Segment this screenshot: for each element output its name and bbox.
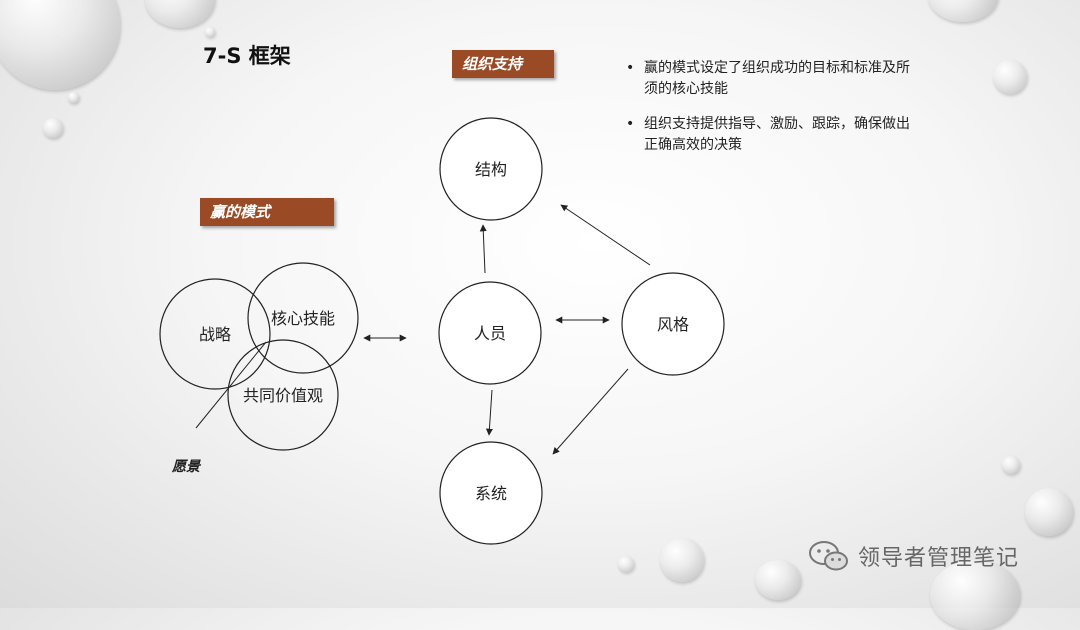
seven-s-diagram: 战略 核心技能 共同价值观 结构 人员 风格 系统 bbox=[0, 0, 1080, 608]
structure-label: 结构 bbox=[475, 160, 507, 179]
watermark-text: 领导者管理笔记 bbox=[858, 540, 1019, 572]
arrow-style-to-structure bbox=[561, 205, 650, 265]
strategy-label: 战略 bbox=[199, 325, 231, 344]
watermark: 领导者管理笔记 bbox=[808, 540, 1019, 572]
arrow-people-to-structure bbox=[483, 225, 485, 273]
core-skills-label: 核心技能 bbox=[271, 309, 335, 328]
shared-values-label: 共同价值观 bbox=[243, 386, 323, 405]
people-label: 人员 bbox=[474, 324, 506, 343]
vision-label: 愿景 bbox=[172, 456, 200, 476]
arrow-people-to-system bbox=[489, 390, 492, 435]
vision-pointer-line bbox=[196, 342, 266, 428]
wechat-icon bbox=[808, 540, 850, 572]
style-label: 风格 bbox=[657, 315, 689, 334]
system-label: 系统 bbox=[475, 484, 507, 503]
arrow-style-to-system bbox=[553, 369, 628, 454]
